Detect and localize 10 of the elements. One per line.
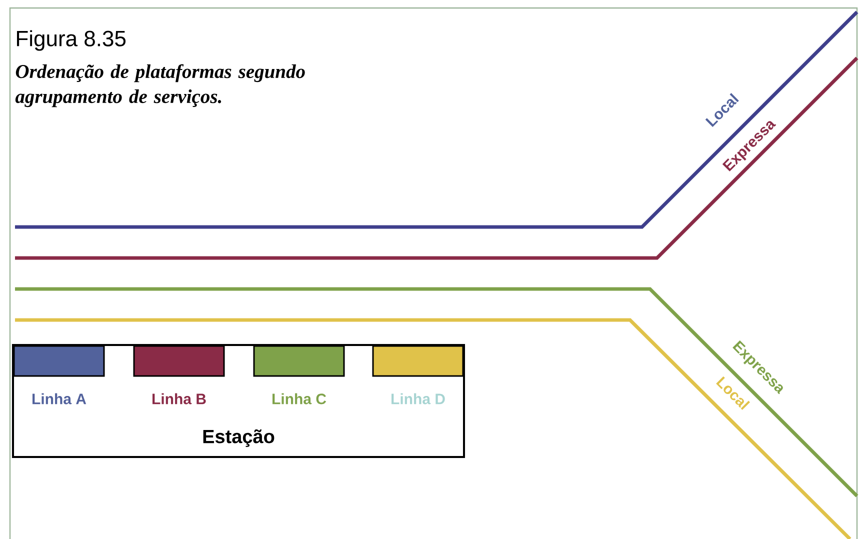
platform-box	[133, 345, 225, 377]
platform-box	[253, 345, 345, 377]
platform-label: Linha A	[32, 393, 86, 404]
platform-label: Linha B	[152, 393, 206, 404]
platform-label: Linha C	[272, 393, 326, 404]
figure-title: Figura 8.35	[17, 30, 126, 51]
figure-caption: Ordenação de plataformas segundo agrupamento de serviços.	[15, 64, 305, 108]
platform-box	[13, 345, 105, 377]
platform-box	[372, 345, 464, 377]
platform-label: Linha D	[392, 393, 445, 404]
